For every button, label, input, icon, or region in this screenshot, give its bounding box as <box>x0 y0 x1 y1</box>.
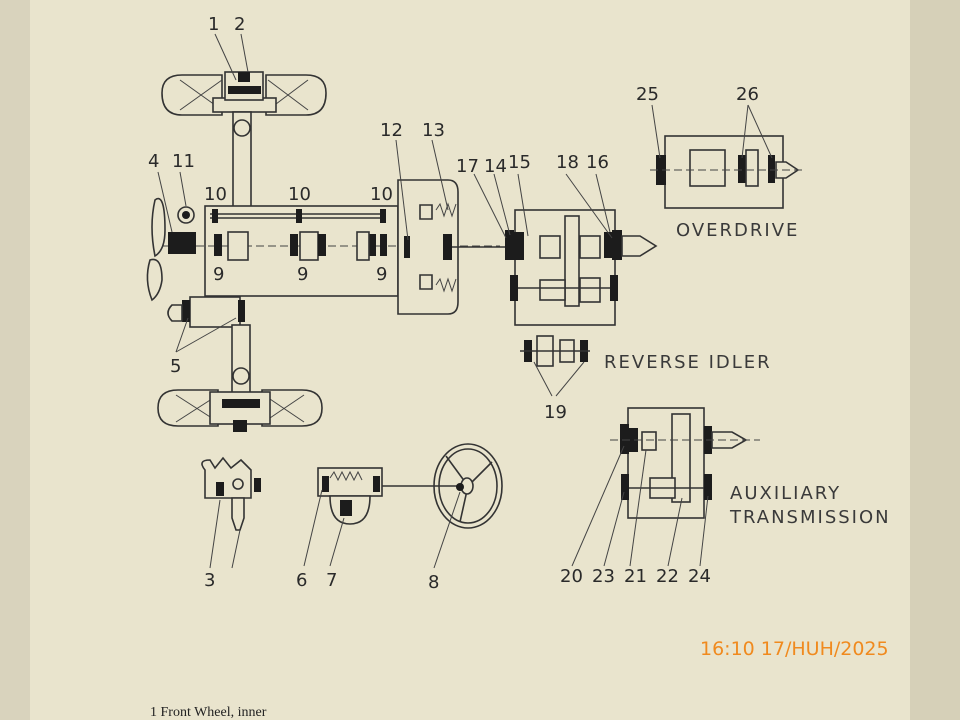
camera-timestamp: 16:10 17/HUH/2025 <box>700 638 889 660</box>
caption-transmission: TRANSMISSION <box>729 507 891 528</box>
label-14: 14 <box>484 156 507 177</box>
label-3: 3 <box>204 570 215 591</box>
label-22: 22 <box>656 566 679 587</box>
label-17: 17 <box>456 156 479 177</box>
caption-auxiliary: AUXILIARY <box>730 483 841 504</box>
label-4: 4 <box>148 151 159 172</box>
label-21: 21 <box>624 566 647 587</box>
label-6: 6 <box>296 570 307 591</box>
engine-block <box>146 197 500 328</box>
label-26: 26 <box>736 84 759 105</box>
label-2: 2 <box>234 14 245 35</box>
label-24: 24 <box>688 566 711 587</box>
overdrive-unit <box>650 135 805 209</box>
label-20: 20 <box>560 566 583 587</box>
label-23: 23 <box>592 566 615 587</box>
steering-gear-box <box>317 467 468 525</box>
rear-axle-assembly <box>157 324 323 432</box>
caption-reverse-idler: REVERSE IDLER <box>604 352 772 373</box>
right-page-edge <box>910 0 960 720</box>
label-9a: 9 <box>213 264 224 285</box>
label-25: 25 <box>636 84 659 105</box>
front-axle-assembly <box>161 71 327 208</box>
label-16: 16 <box>586 152 609 173</box>
label-1: 1 <box>208 14 219 35</box>
steering-knuckle <box>201 456 261 531</box>
label-5: 5 <box>170 356 181 377</box>
page <box>30 0 910 720</box>
caption-overdrive: OVERDRIVE <box>676 220 799 241</box>
label-9c: 9 <box>376 264 387 285</box>
label-10a: 10 <box>204 184 227 205</box>
label-12: 12 <box>380 120 403 141</box>
label-18: 18 <box>556 152 579 173</box>
label-7: 7 <box>326 570 337 591</box>
reverse-idler <box>520 335 590 367</box>
label-10c: 10 <box>370 184 393 205</box>
label-11: 11 <box>172 151 195 172</box>
auxiliary-transmission <box>610 407 760 519</box>
transmission <box>505 209 658 326</box>
leader-lines <box>157 33 773 569</box>
label-9b: 9 <box>297 264 308 285</box>
label-19: 19 <box>544 402 567 423</box>
label-8: 8 <box>428 572 439 593</box>
clutch-housing <box>397 179 505 315</box>
steering-wheel <box>433 443 503 529</box>
legend-first-entry: 1 Front Wheel, inner <box>150 705 267 720</box>
label-13: 13 <box>422 120 445 141</box>
label-15: 15 <box>508 152 531 173</box>
label-10b: 10 <box>288 184 311 205</box>
